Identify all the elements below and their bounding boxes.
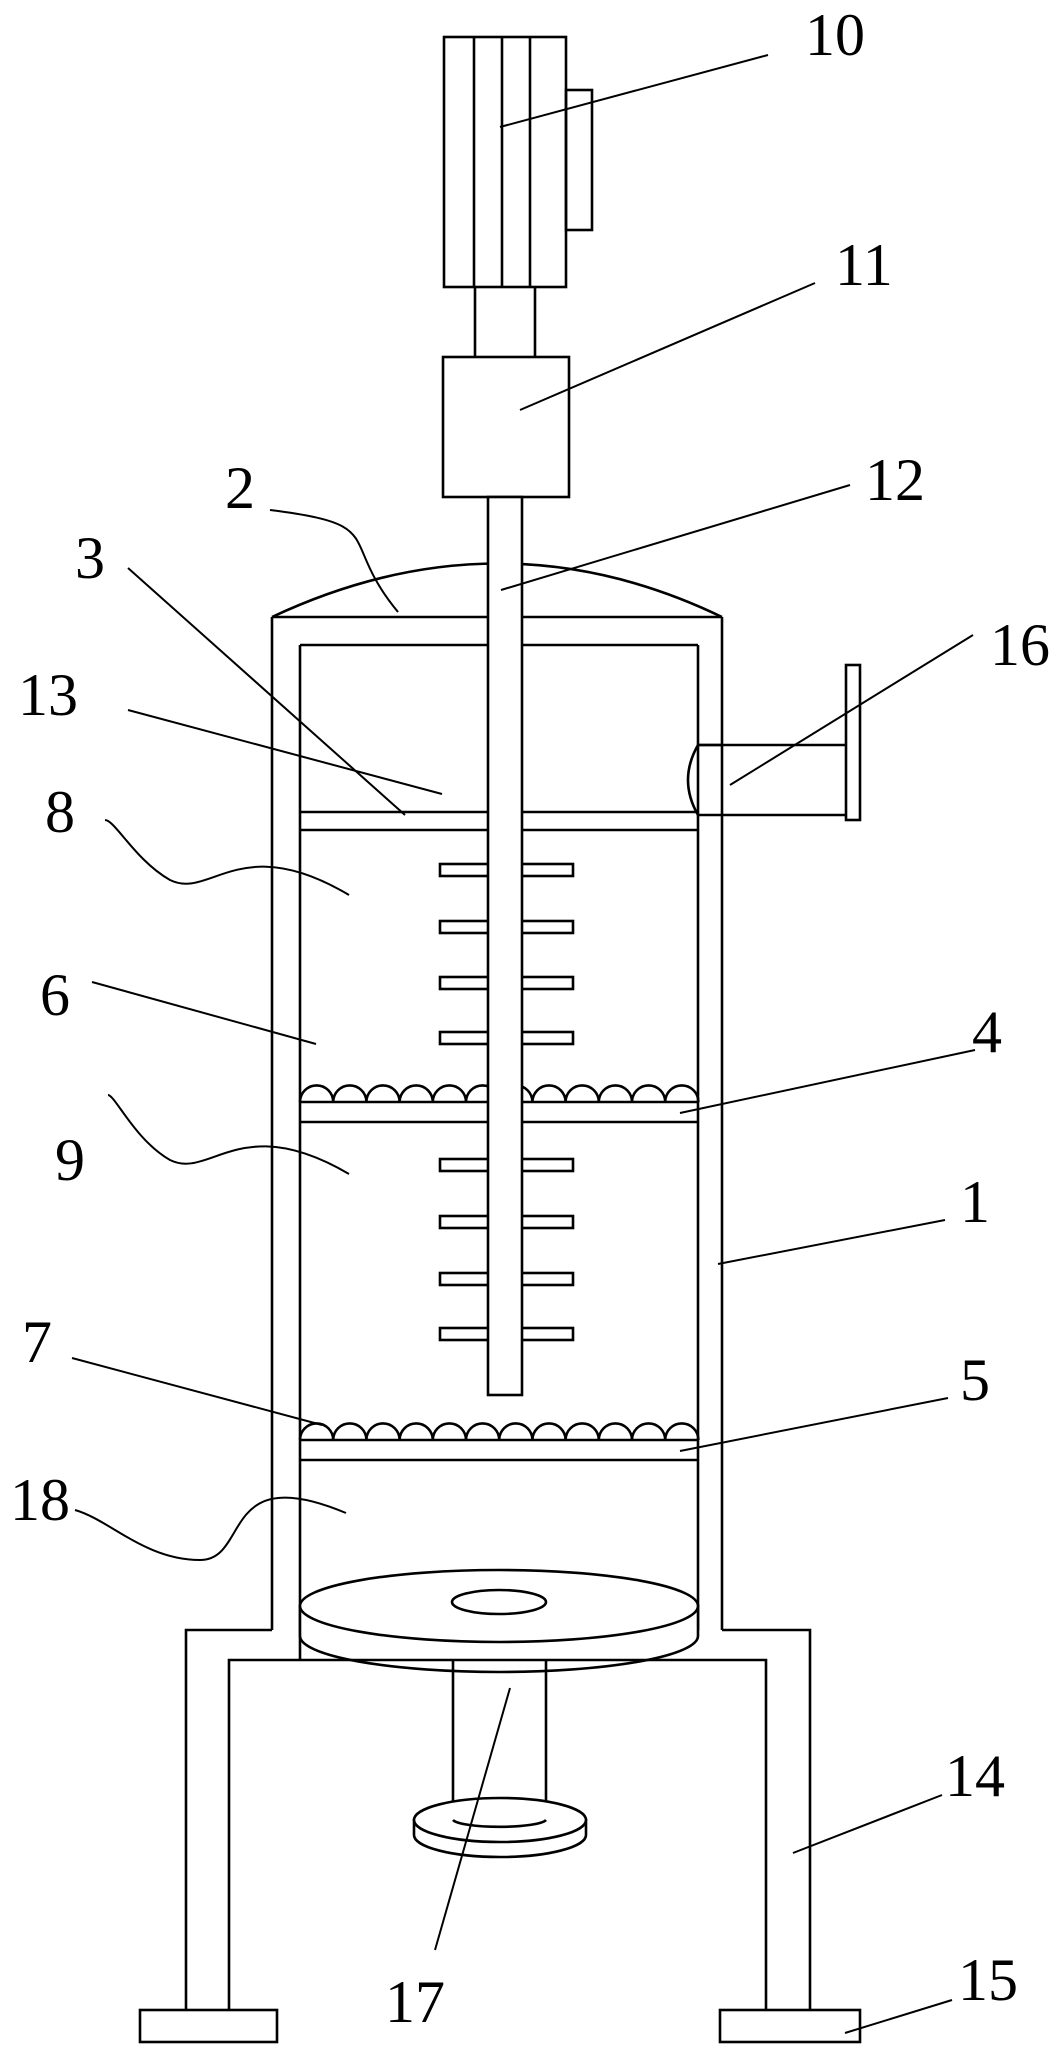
label-7: 7 bbox=[22, 1309, 52, 1375]
label-12: 12 bbox=[865, 447, 925, 513]
ball bbox=[597, 1084, 634, 1103]
ball-layer-lower bbox=[298, 1422, 700, 1441]
ball bbox=[431, 1084, 468, 1103]
outlet-pipe bbox=[686, 663, 862, 822]
support-frame bbox=[184, 1628, 812, 2010]
label-18: 18 bbox=[10, 1467, 70, 1533]
label-1: 1 bbox=[960, 1169, 990, 1235]
foot-left bbox=[138, 2008, 279, 2044]
label-11: 11 bbox=[835, 232, 893, 298]
discharge-pipe bbox=[412, 1660, 588, 1859]
ball bbox=[564, 1422, 601, 1441]
ball bbox=[365, 1084, 401, 1103]
label-8: 8 bbox=[45, 779, 75, 845]
label-10: 10 bbox=[805, 2, 865, 68]
ball bbox=[630, 1422, 667, 1441]
label-2: 2 bbox=[225, 455, 255, 521]
label-6: 6 bbox=[40, 962, 70, 1028]
ball bbox=[630, 1084, 667, 1103]
rotating-disc bbox=[298, 1568, 700, 1674]
ball bbox=[298, 1084, 335, 1103]
label-17: 17 bbox=[385, 1969, 445, 2035]
ball bbox=[663, 1422, 700, 1441]
motor bbox=[442, 35, 594, 289]
label-15: 15 bbox=[958, 1947, 1018, 2013]
label-4: 4 bbox=[972, 999, 1002, 1065]
ball bbox=[531, 1422, 567, 1441]
ball bbox=[464, 1422, 501, 1441]
reducer bbox=[441, 355, 571, 499]
part-labels: 10 11 2 12 3 13 16 8 6 4 9 1 7 5 18 14 1… bbox=[10, 2, 1050, 2035]
ball bbox=[398, 1084, 435, 1103]
ball bbox=[398, 1422, 435, 1441]
ball-layer-upper bbox=[298, 1084, 700, 1103]
ball bbox=[331, 1084, 368, 1103]
label-9: 9 bbox=[55, 1127, 85, 1193]
ball bbox=[298, 1422, 335, 1441]
ball bbox=[497, 1422, 534, 1441]
stirring-blades bbox=[438, 862, 575, 1342]
ball bbox=[531, 1084, 567, 1103]
label-5: 5 bbox=[960, 1347, 990, 1413]
coupling bbox=[473, 287, 537, 357]
plate-lower bbox=[300, 1438, 698, 1462]
ball bbox=[564, 1084, 601, 1103]
ball bbox=[663, 1084, 700, 1103]
ball bbox=[597, 1422, 634, 1441]
foot-right bbox=[718, 2008, 862, 2044]
label-3: 3 bbox=[75, 525, 105, 591]
label-14: 14 bbox=[945, 1743, 1005, 1809]
label-13: 13 bbox=[18, 662, 78, 728]
ball bbox=[365, 1422, 401, 1441]
stirring-shaft bbox=[486, 495, 524, 1397]
tank-shell bbox=[270, 615, 724, 1660]
ball bbox=[331, 1422, 368, 1441]
ball bbox=[431, 1422, 468, 1441]
label-16: 16 bbox=[990, 612, 1050, 678]
leader-lines bbox=[71, 54, 976, 2034]
